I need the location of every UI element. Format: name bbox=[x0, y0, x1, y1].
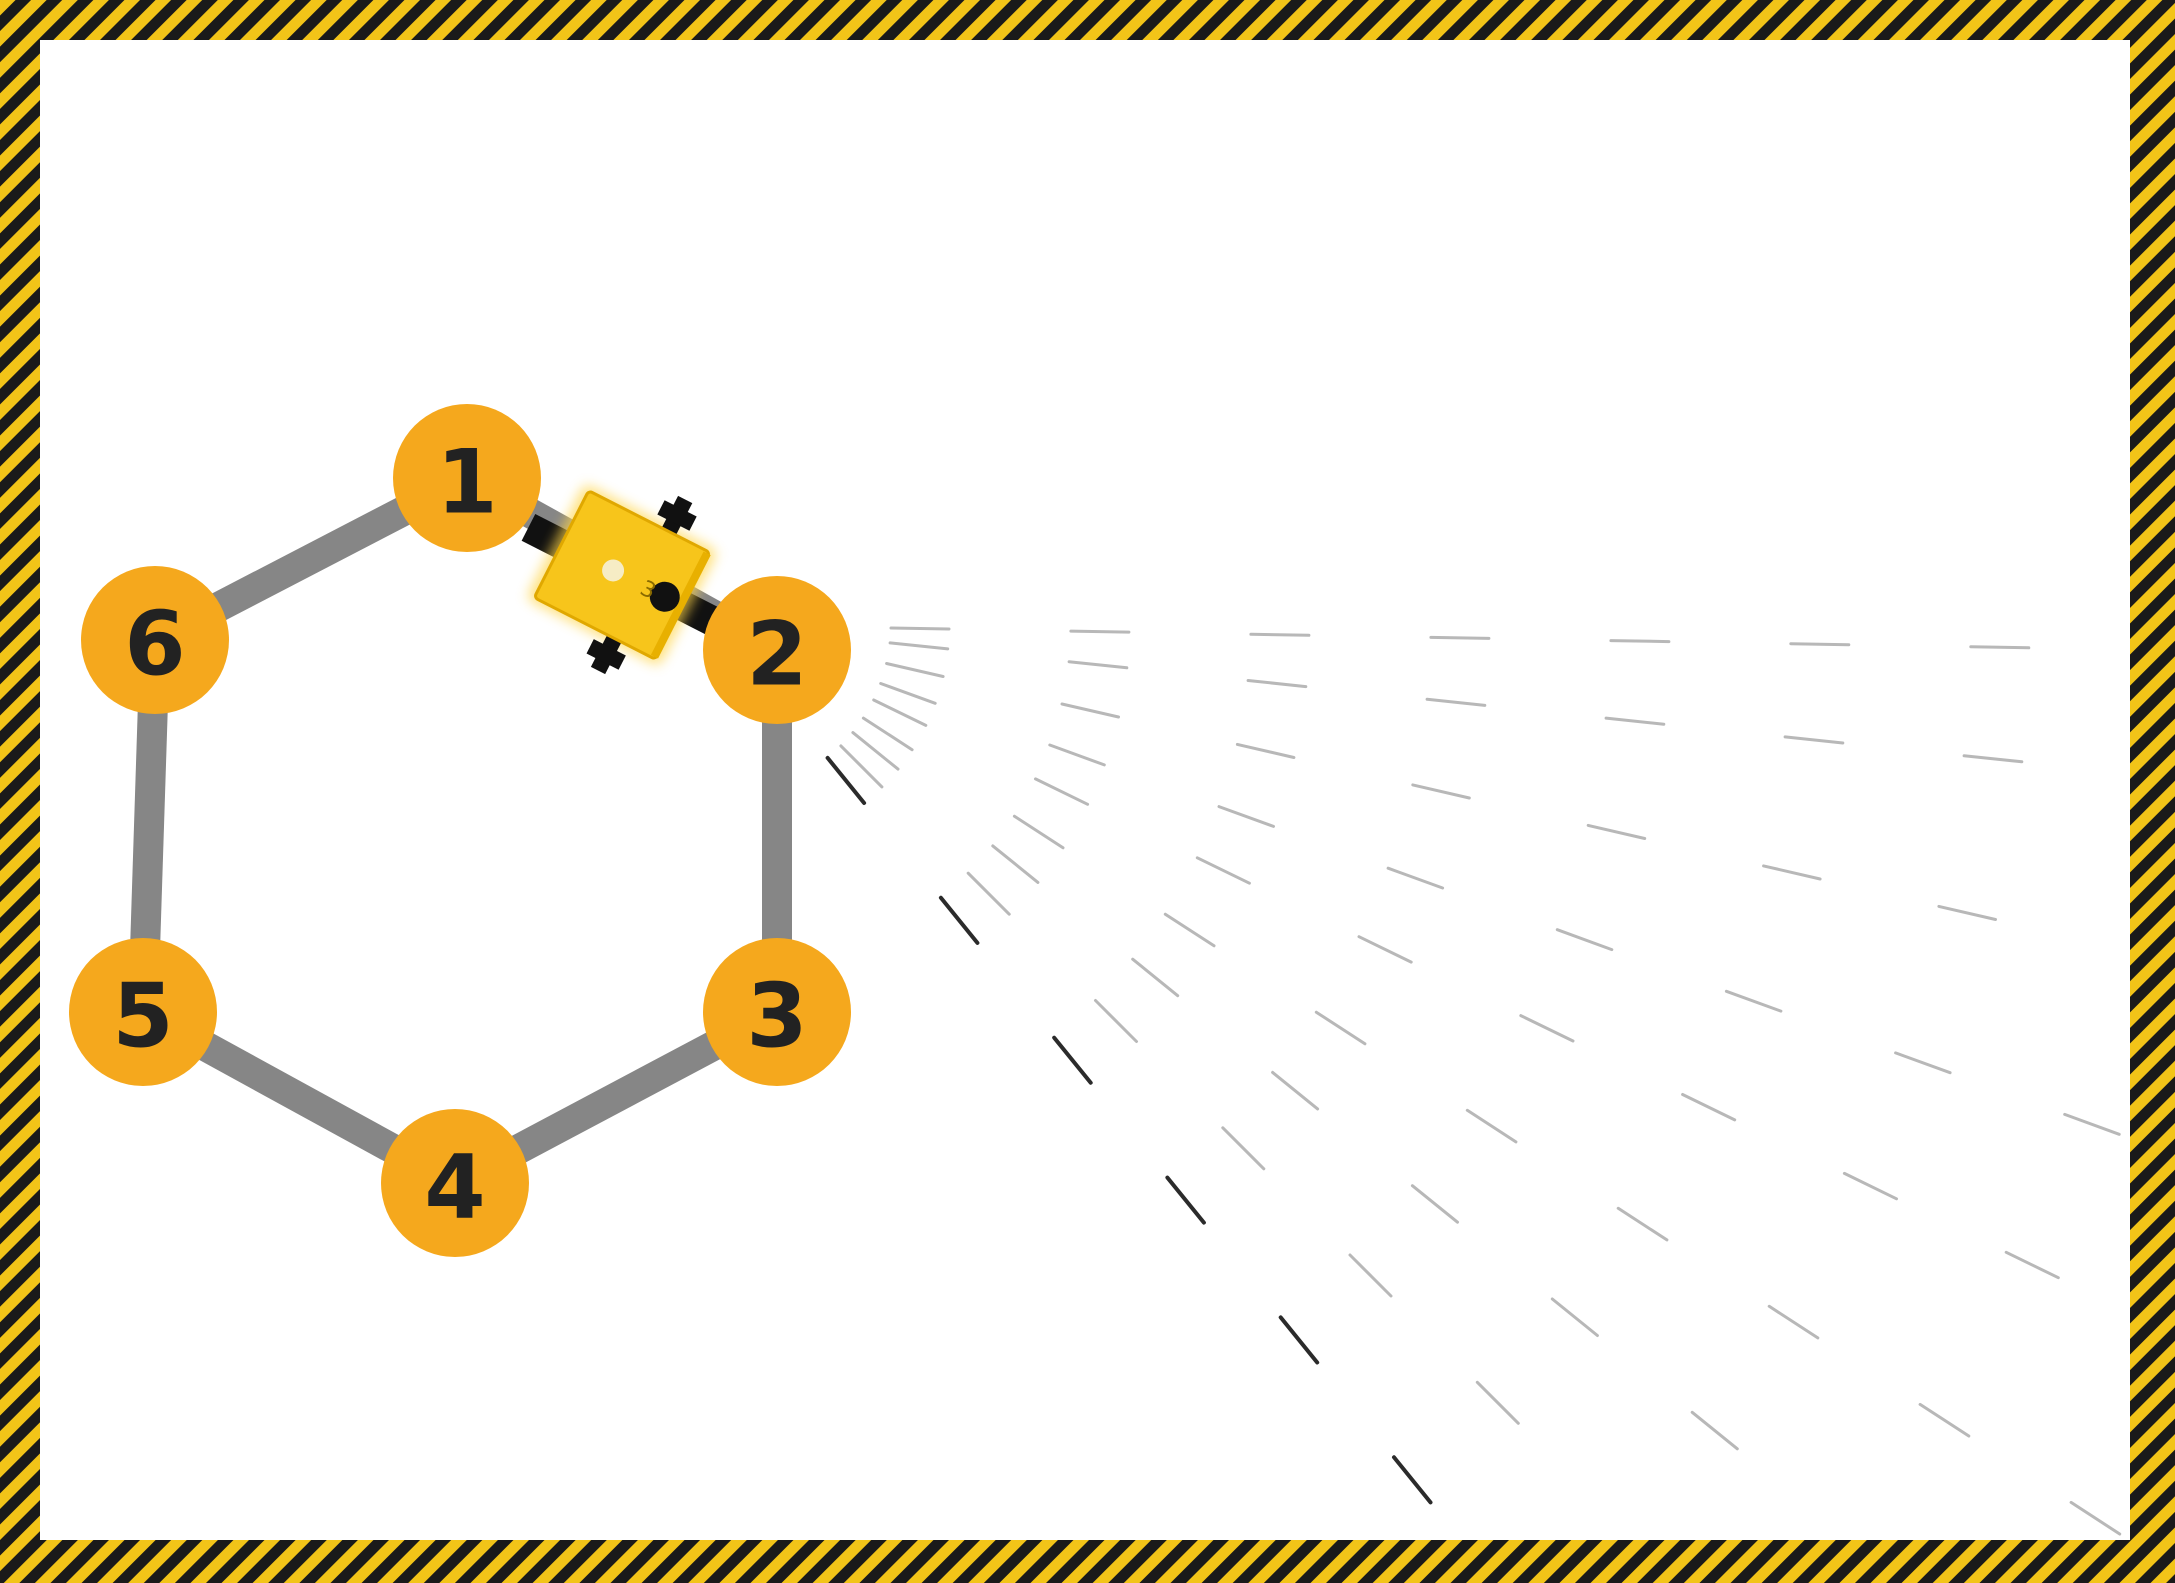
node-4: 4 bbox=[381, 1109, 529, 1257]
node-5: 5 bbox=[69, 938, 217, 1086]
node-3: 3 bbox=[703, 938, 851, 1086]
node-label: 6 bbox=[124, 593, 185, 696]
trail-dash bbox=[1251, 634, 1309, 635]
node-label: 2 bbox=[746, 603, 807, 706]
trail-dash bbox=[1611, 641, 1669, 642]
node-label: 3 bbox=[746, 965, 807, 1068]
trail-dash bbox=[1071, 631, 1129, 632]
trail-dash bbox=[891, 628, 949, 629]
trail-dash bbox=[1971, 647, 2029, 648]
node-2: 2 bbox=[703, 576, 851, 724]
node-6: 6 bbox=[81, 566, 229, 714]
trail-dash bbox=[1791, 644, 1849, 645]
node-label: 1 bbox=[436, 431, 497, 534]
node-1: 1 bbox=[393, 404, 541, 552]
trail-dash bbox=[1431, 637, 1489, 638]
node-label: 5 bbox=[112, 965, 173, 1068]
node-label: 4 bbox=[424, 1136, 485, 1239]
